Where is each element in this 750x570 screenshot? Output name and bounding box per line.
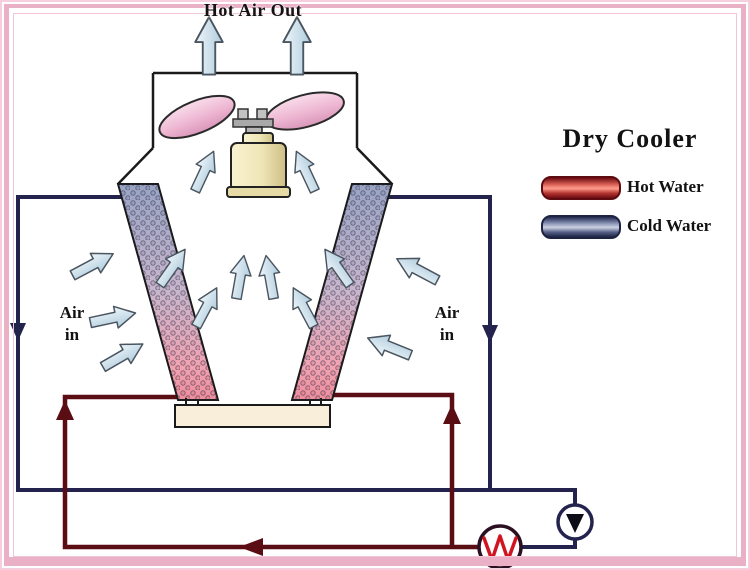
air-in-left-line2: in <box>64 325 80 344</box>
legend-hot-water-label: Hot Water <box>627 177 704 196</box>
cold-arrow-down-left <box>10 323 26 341</box>
fan-blade-left <box>158 94 236 140</box>
cold-pipe-left <box>16 195 577 506</box>
hot-arrow-up-right-riser <box>443 404 461 424</box>
housing-flare-right <box>356 147 393 185</box>
legend-cold-water-swatch <box>541 215 621 239</box>
hot-pipe-right-riser <box>324 392 455 547</box>
hot-arrow-left <box>239 538 263 556</box>
cold-pipe-right <box>382 195 492 490</box>
heat-load-symbol <box>477 524 523 570</box>
pump-triangle-icon <box>566 514 584 533</box>
air-in-arrow <box>96 333 150 378</box>
motor-body <box>230 142 287 192</box>
hot-pipe-bottom-and-left-riser <box>62 394 478 550</box>
heat-exchanger-coils <box>116 183 394 401</box>
fan-hub-bar <box>232 118 274 128</box>
diagram-title: Dry Cooler <box>562 124 698 153</box>
motor-base <box>226 186 291 198</box>
air-in-right-line2: in <box>439 325 455 344</box>
fan <box>158 91 345 140</box>
cold-water-piping <box>16 195 577 549</box>
cold-flow-arrows <box>10 323 498 343</box>
air-in-label-left: Air in <box>42 302 102 346</box>
heater-zigzag-icon <box>482 534 518 562</box>
air-flow-arrow <box>286 146 326 197</box>
cold-arrow-down-right <box>482 325 498 343</box>
fan-housing <box>117 71 393 185</box>
air-in-arrow <box>66 243 120 286</box>
basin <box>174 404 331 428</box>
coil-right-dots <box>292 184 392 400</box>
air-in-left-line1: Air <box>59 303 85 322</box>
air-in-right-line1: Air <box>434 303 460 322</box>
hot-air-arrow-right <box>282 16 312 76</box>
hot-air-out-label: Hot Air Out <box>203 0 303 20</box>
hot-water-piping <box>62 392 478 550</box>
legend-hot-water-swatch <box>541 176 621 200</box>
basin-group <box>174 398 331 428</box>
housing-flare-left <box>117 147 154 185</box>
pump-symbol <box>556 503 594 541</box>
hot-air-arrow-left <box>194 16 224 76</box>
air-flow-arrow <box>225 253 255 302</box>
air-in-arrow <box>362 327 416 367</box>
hot-air-out-arrows <box>194 16 312 76</box>
hot-arrow-up-left-riser <box>56 400 74 420</box>
fan-hub-nut-right <box>256 108 268 120</box>
hot-flow-arrows <box>56 400 461 556</box>
cold-pipe-to-heater <box>522 538 577 549</box>
air-flow-arrow <box>255 253 285 302</box>
air-in-arrow <box>390 248 444 291</box>
fan-hub-nut-left <box>237 108 249 120</box>
coil-left-dots <box>118 184 218 400</box>
fan-blade-right <box>265 91 345 131</box>
fan-motor <box>226 126 291 198</box>
legend-cold-water-label: Cold Water <box>627 216 712 235</box>
air-in-label-right: Air in <box>417 302 477 346</box>
air-flow-arrow <box>184 146 224 197</box>
